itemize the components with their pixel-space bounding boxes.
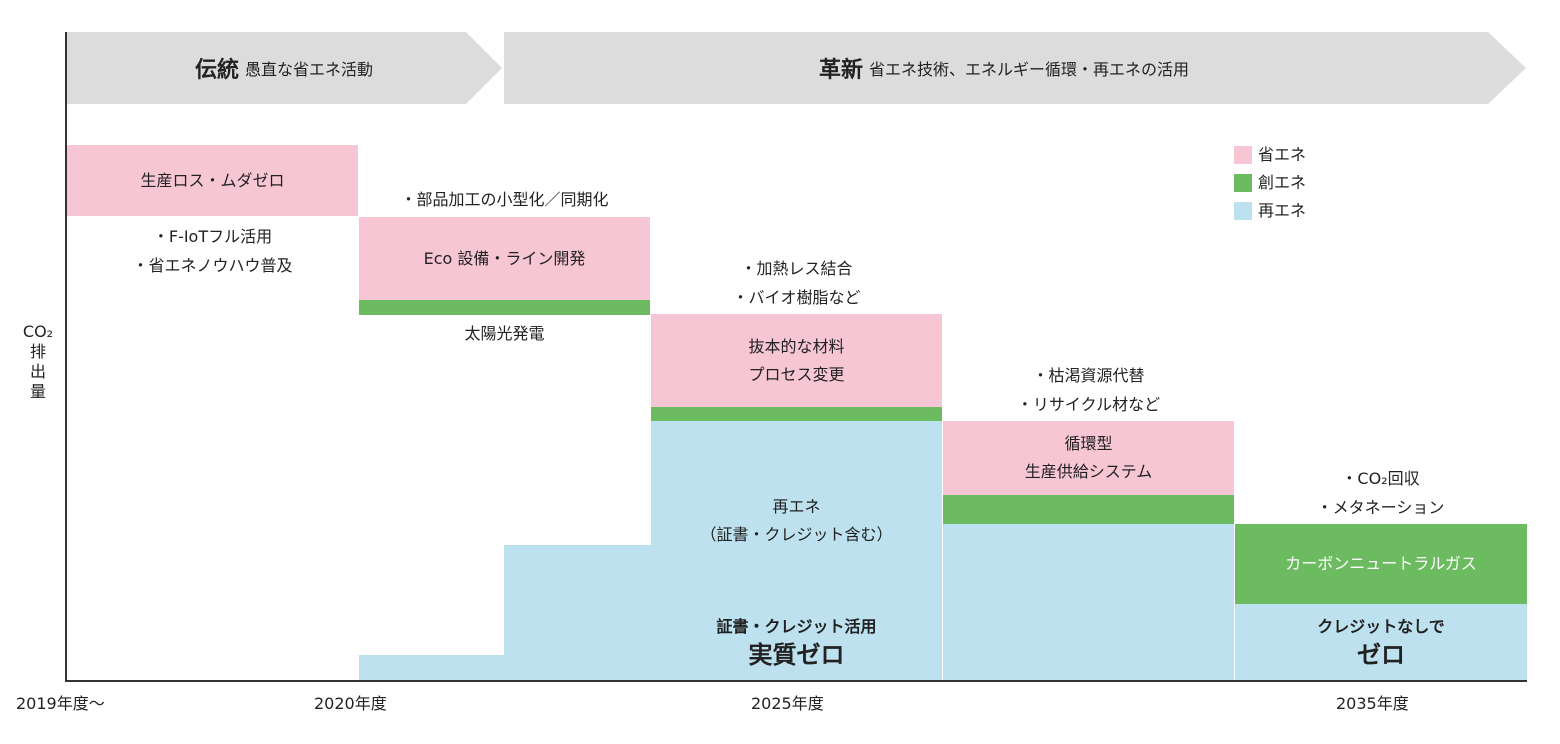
stage5-energy-creation-block: カーボンニュートラルガス [1235,524,1527,604]
legend-label-renewable: 再エネ [1258,201,1307,220]
phase-subtitle-innovation: 省エネ技術、エネルギー循環・再エネの活用 [869,60,1190,79]
stage3-bullet-1: ・加熱レス結合 [740,259,853,278]
stage2-renewable-sliver [359,655,504,680]
stage4-bullets: ・枯渇資源代替 ・リサイクル材など [943,361,1234,419]
x-tick-2019: 2019年度～ [16,694,105,713]
stage4-energy-saving-line-2: 生産供給システム [1024,462,1153,481]
y-axis-line [65,32,67,682]
stage3-renewable-block [651,421,942,680]
legend: 省エネ 創エネ 再エネ [1234,146,1306,220]
stage3-energy-saving-block: 抜本的な材料 プロセス変更 [651,314,942,407]
stage4-energy-saving-block: 循環型 生産供給システム [943,421,1234,495]
stage1-bullet-1: ・F-IoTフル活用 [152,227,273,246]
stage5-milestone-big: ゼロ [1357,641,1405,669]
stage2-renewable-step [504,545,651,680]
stage4-bullet-2: ・リサイクル材など [1016,395,1161,414]
legend-item-renewable: 再エネ [1234,202,1306,220]
phase-arrow-tradition [66,32,466,104]
x-axis-line [65,680,1527,682]
y-axis-label-line-3: 出 [29,362,46,381]
stage5-renewable-block [1235,604,1527,680]
stage4-energy-saving-line-1: 循環型 [1064,434,1113,453]
stage4-renewable-block [943,524,1234,680]
phase-arrow-innovation [504,32,1488,104]
stage3-energy-saving-line-1: 抜本的な材料 [748,336,845,356]
stage3-energy-creation-block [651,407,942,421]
phase-subtitle-tradition: 愚直な省エネ活動 [245,60,374,79]
x-tick-2020: 2020年度 [314,694,387,713]
legend-swatch-energy-creation [1234,174,1252,192]
stage5-milestone-small: クレジットなしで [1317,617,1445,636]
legend-swatch-energy-saving [1234,146,1252,164]
stage3-renewable-line-1: 再エネ [772,497,821,516]
y-axis-label-line-1: CO₂ [22,322,54,341]
stage2-energy-saving-block: Eco 設備・ライン開発 [359,217,650,300]
stage2-energy-creation-block [359,300,650,315]
y-axis-label-line-2: 排 [29,342,46,361]
legend-item-energy-saving: 省エネ [1234,146,1306,164]
stage4-bullet-1: ・枯渇資源代替 [1032,366,1145,385]
stage3-bullet-2: ・バイオ樹脂など [732,288,861,307]
stage1-energy-saving-label: 生産ロス・ムダゼロ [140,170,285,190]
legend-label-energy-saving: 省エネ [1258,145,1307,164]
stage3-bullets: ・加熱レス結合 ・バイオ樹脂など [651,254,942,312]
y-axis-label-line-4: 量 [29,382,46,401]
phase-arrow-tradition-tip [466,32,502,104]
stage2-bullet-1: ・部品加工の小型化／同期化 [400,190,609,209]
stage3-renewable-line-2: （証書・クレジット含む） [700,525,893,544]
stage3-milestone-big: 実質ゼロ [748,641,845,669]
stage2-energy-saving-label: Eco 設備・ライン開発 [423,248,586,268]
stage3-renewable-text: 再エネ （証書・クレジット含む） [651,493,942,549]
stage4-energy-creation-block [943,495,1234,524]
x-tick-2025: 2025年度 [751,694,824,713]
stage1-bullet-2: ・省エネノウハウ普及 [132,256,293,275]
legend-label-energy-creation: 創エネ [1258,173,1307,192]
stage2-solar-note: 太陽光発電 [359,320,650,348]
phase-title-innovation: 革新 [818,58,863,83]
legend-swatch-renewable [1234,202,1252,220]
stage2-bullets: ・部品加工の小型化／同期化 [359,185,650,214]
stage2-solar-label: 太陽光発電 [464,324,545,343]
stage5-bullet-2: ・メタネーション [1316,498,1445,517]
legend-item-energy-creation: 創エネ [1234,174,1306,192]
stage5-milestone: クレジットなしで ゼロ [1235,614,1527,670]
x-tick-2035: 2035年度 [1336,694,1409,713]
stage3-energy-saving-line-2: プロセス変更 [748,364,845,384]
y-axis-label: CO₂ 排 出 量 [18,322,58,402]
phase-label-tradition: 伝統 愚直な省エネ活動 [66,32,502,104]
stage5-bullet-1: ・CO₂回収 [1341,469,1420,488]
phase-title-tradition: 伝統 [194,58,239,83]
stage1-energy-saving-block: 生産ロス・ムダゼロ [67,145,358,216]
phase-label-innovation: 革新 省エネ技術、エネルギー循環・再エネの活用 [504,32,1504,104]
stage1-bullets: ・F-IoTフル活用 ・省エネノウハウ普及 [67,222,358,280]
stage3-milestone-small: 証書・クレジット活用 [716,617,877,636]
stage5-bullets: ・CO₂回収 ・メタネーション [1235,464,1526,522]
stage5-energy-creation-label: カーボンニュートラルガス [1285,554,1477,573]
phase-arrow-innovation-tip [1488,32,1526,104]
stage3-milestone: 証書・クレジット活用 実質ゼロ [651,614,942,670]
